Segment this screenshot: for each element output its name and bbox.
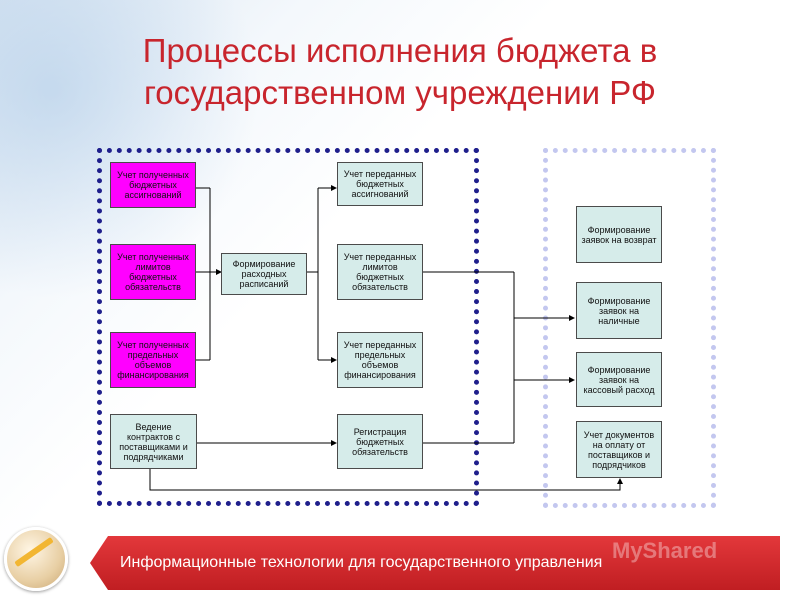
arrow-a4-to-d4: [149, 469, 623, 491]
box-limits-transferred: Учет переданных лимитов бюджетных обязат…: [337, 244, 423, 300]
box-cash-requests: Формирование заявок на наличные: [576, 282, 662, 339]
box-allocations-received: Учет полученных бюджетных ассигнований: [110, 162, 196, 208]
watermark: MyShared: [612, 538, 718, 563]
box-return-requests: Формирование заявок на возврат: [576, 206, 662, 263]
institution-frame: [97, 148, 479, 506]
box-payment-documents: Учет документов на оплату от поставщиков…: [576, 421, 662, 478]
box-obligations-registration: Регистрация бюджетных обязательств: [337, 414, 423, 469]
box-financing-received: Учет полученных предельных объемов финан…: [110, 332, 196, 388]
title-line-2: государственном учреждении РФ: [143, 74, 656, 111]
title-line-1: Процессы исполнения бюджета в: [142, 32, 658, 69]
logo-circle: [4, 527, 68, 591]
footer-banner: [90, 536, 780, 590]
box-allocations-transferred: Учет переданных бюджетных ассигнований: [337, 162, 423, 206]
box-contracts: Ведение контрактов с поставщиками и подр…: [110, 414, 197, 469]
box-limits-received: Учет полученных лимитов бюджетных обязат…: [110, 244, 196, 300]
footer-text: Информационные технологии для государств…: [120, 554, 603, 571]
treasury-frame: [543, 148, 716, 508]
box-financing-transferred: Учет переданных предельных объемов финан…: [337, 332, 423, 388]
box-expense-requests: Формирование заявок на кассовый расход: [576, 352, 662, 407]
page-title: Процессы исполнения бюджета в государств…: [60, 30, 740, 114]
box-expense-schedules: Формирование расходных расписаний: [221, 253, 307, 295]
